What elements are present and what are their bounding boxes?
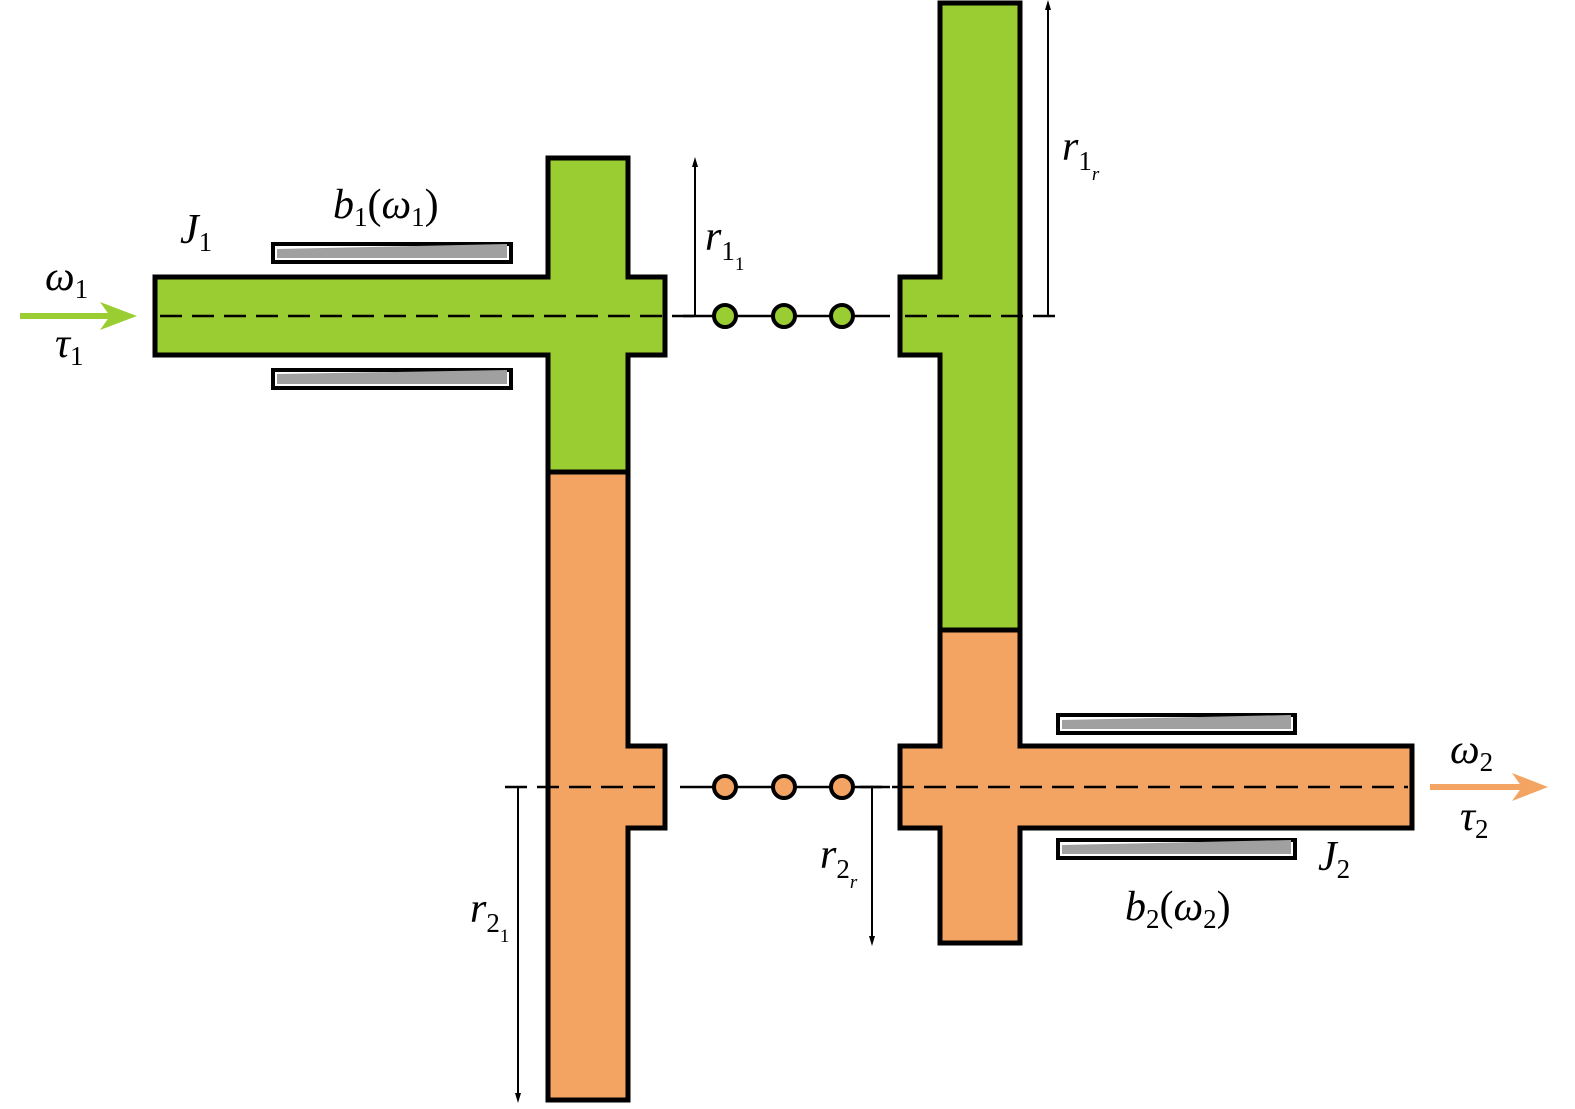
- bearing-b1: [271, 242, 513, 390]
- label-J1: J1: [180, 207, 212, 257]
- label-r1r: r1r: [1062, 124, 1100, 185]
- bearing-b2: [1056, 713, 1297, 860]
- gear-chain-lower: [680, 774, 890, 800]
- right-gear-upper: [897, 0, 1023, 633]
- label-r21: r21: [470, 886, 509, 947]
- label-tau2: τ2: [1460, 794, 1489, 844]
- output-arrow-icon: [1430, 773, 1548, 801]
- label-J2: J2: [1318, 834, 1350, 884]
- input-arrow-icon: [20, 302, 137, 330]
- label-b2: b2(ω2): [1125, 884, 1231, 934]
- gear-chain-upper: [683, 303, 890, 329]
- label-b1: b1(ω1): [333, 182, 439, 232]
- label-r2r: r2r: [820, 832, 858, 893]
- label-omega2: ω2: [1450, 727, 1493, 777]
- input-shaft-J1: [152, 155, 668, 475]
- label-r11: r11: [705, 214, 744, 275]
- label-tau1: τ1: [55, 321, 84, 371]
- label-omega1: ω1: [45, 254, 88, 304]
